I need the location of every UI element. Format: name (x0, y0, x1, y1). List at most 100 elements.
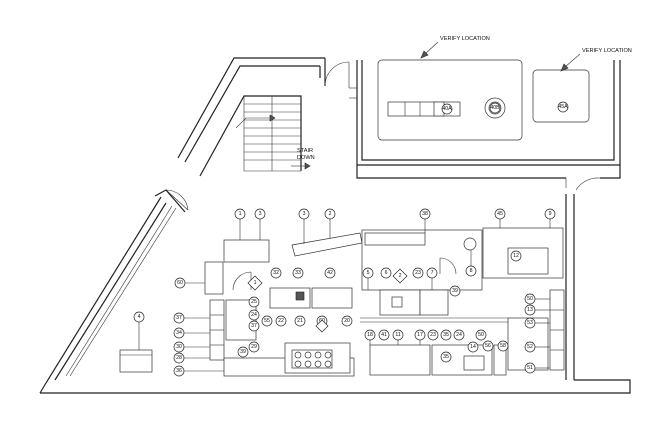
section-marker-2: 2 (392, 268, 408, 284)
svg-text:24: 24 (251, 312, 257, 318)
tag-34: 34 (173, 327, 185, 339)
tag-32: 32 (270, 267, 282, 279)
tag-52: 52 (524, 341, 536, 353)
tag-23: 23 (412, 267, 424, 279)
svg-text:35: 35 (443, 332, 449, 338)
svg-text:4: 4 (138, 314, 141, 320)
svg-text:32: 32 (273, 270, 279, 276)
svg-text:51: 51 (527, 365, 533, 371)
svg-text:9: 9 (549, 211, 552, 217)
tag-17: 17 (414, 329, 426, 341)
tag-18: 18 (364, 329, 376, 341)
stairwell: STAIR DOWN (177, 57, 350, 177)
tag-29: 29 (248, 341, 260, 353)
svg-text:22: 22 (278, 318, 284, 324)
svg-text:53: 53 (527, 320, 533, 326)
svg-text:41: 41 (381, 332, 387, 338)
tag-13: 13 (524, 304, 536, 316)
svg-text:8: 8 (470, 268, 473, 274)
svg-text:5: 5 (367, 270, 370, 276)
tag-1: 1 (234, 208, 246, 220)
tag-56: 56 (482, 340, 494, 352)
section-marker-1: 1 (247, 275, 263, 291)
tag-51: 51 (524, 362, 536, 374)
upper-equipment-40 (377, 59, 523, 141)
stair-treads (244, 96, 301, 171)
svg-text:58: 58 (500, 343, 506, 349)
tag-5: 5 (362, 267, 374, 279)
leader-lines (138, 219, 551, 372)
svg-text:18: 18 (367, 332, 373, 338)
svg-text:37: 37 (251, 323, 257, 329)
svg-text:7: 7 (431, 270, 434, 276)
svg-text:23: 23 (415, 270, 421, 276)
svg-text:39: 39 (240, 349, 246, 355)
svg-text:42: 42 (327, 270, 333, 276)
tag-20: 20 (341, 315, 353, 327)
tag-33: 33 (292, 267, 304, 279)
tag-24: 24 (248, 309, 260, 321)
tag-37b: 37 (248, 320, 260, 332)
svg-text:VERIFY LOCATION: VERIFY LOCATION (440, 36, 490, 42)
svg-text:20: 20 (344, 318, 350, 324)
svg-text:17: 17 (417, 332, 423, 338)
tag-6: 6 (380, 267, 392, 279)
tag-41: 41 (378, 329, 390, 341)
svg-text:50: 50 (478, 332, 484, 338)
svg-text:6: 6 (385, 270, 388, 276)
tag-21: 21 (294, 315, 306, 327)
tag-42: 42 (324, 267, 336, 279)
stair-label-line1: STAIR (297, 148, 313, 154)
tag-8: 8 (465, 265, 477, 277)
svg-text:2: 2 (399, 273, 402, 279)
tag-30: 30 (173, 341, 185, 353)
svg-text:50: 50 (527, 296, 533, 302)
tag-58: 58 (497, 340, 509, 352)
tag-35b: 35 (440, 351, 452, 363)
svg-text:14: 14 (470, 344, 476, 350)
main-walls (39, 189, 631, 394)
tag-40b: 40B (489, 102, 501, 114)
tag-40a: 40A (441, 103, 453, 115)
tag-11: 11 (392, 329, 404, 341)
svg-text:60: 60 (177, 280, 183, 286)
tag-2: 2 (324, 208, 336, 220)
tag-3b: 3 (298, 208, 310, 220)
tag-7: 7 (426, 267, 438, 279)
svg-text:55: 55 (264, 318, 270, 324)
tag-12: 12 (510, 250, 522, 262)
tag-55: 55 (261, 315, 273, 327)
svg-text:40B: 40B (490, 105, 500, 111)
tag-50b: 50 (475, 329, 487, 341)
upper-room (349, 60, 621, 191)
svg-text:30: 30 (176, 344, 182, 350)
tag-23b: 23 (427, 329, 439, 341)
svg-text:45: 45 (497, 211, 503, 217)
svg-text:33: 33 (295, 270, 301, 276)
svg-text:12: 12 (513, 253, 519, 259)
svg-text:11: 11 (395, 332, 400, 338)
svg-text:38: 38 (422, 211, 428, 217)
stair-label-line2: DOWN (297, 155, 315, 161)
section-markers: 1 2 (247, 268, 408, 333)
svg-text:52: 52 (527, 344, 533, 350)
svg-text:13: 13 (527, 307, 533, 313)
section-marker-3 (315, 319, 329, 333)
tag-39: 39 (449, 285, 461, 297)
tag-9: 9 (544, 208, 556, 220)
svg-text:1: 1 (254, 280, 257, 286)
svg-text:56: 56 (485, 343, 491, 349)
tag-36: 36 (173, 365, 185, 377)
tag-50: 50 (524, 293, 536, 305)
svg-text:3: 3 (259, 211, 262, 217)
svg-text:28: 28 (176, 355, 182, 361)
tag-53: 53 (524, 317, 536, 329)
tag-45a: 45A (557, 101, 569, 113)
svg-text:23: 23 (430, 332, 436, 338)
svg-text:21: 21 (297, 318, 303, 324)
svg-text:40A: 40A (442, 106, 452, 112)
tag-25: 25 (248, 296, 260, 308)
tag-38: 38 (419, 208, 431, 220)
tag-35: 35 (440, 329, 452, 341)
